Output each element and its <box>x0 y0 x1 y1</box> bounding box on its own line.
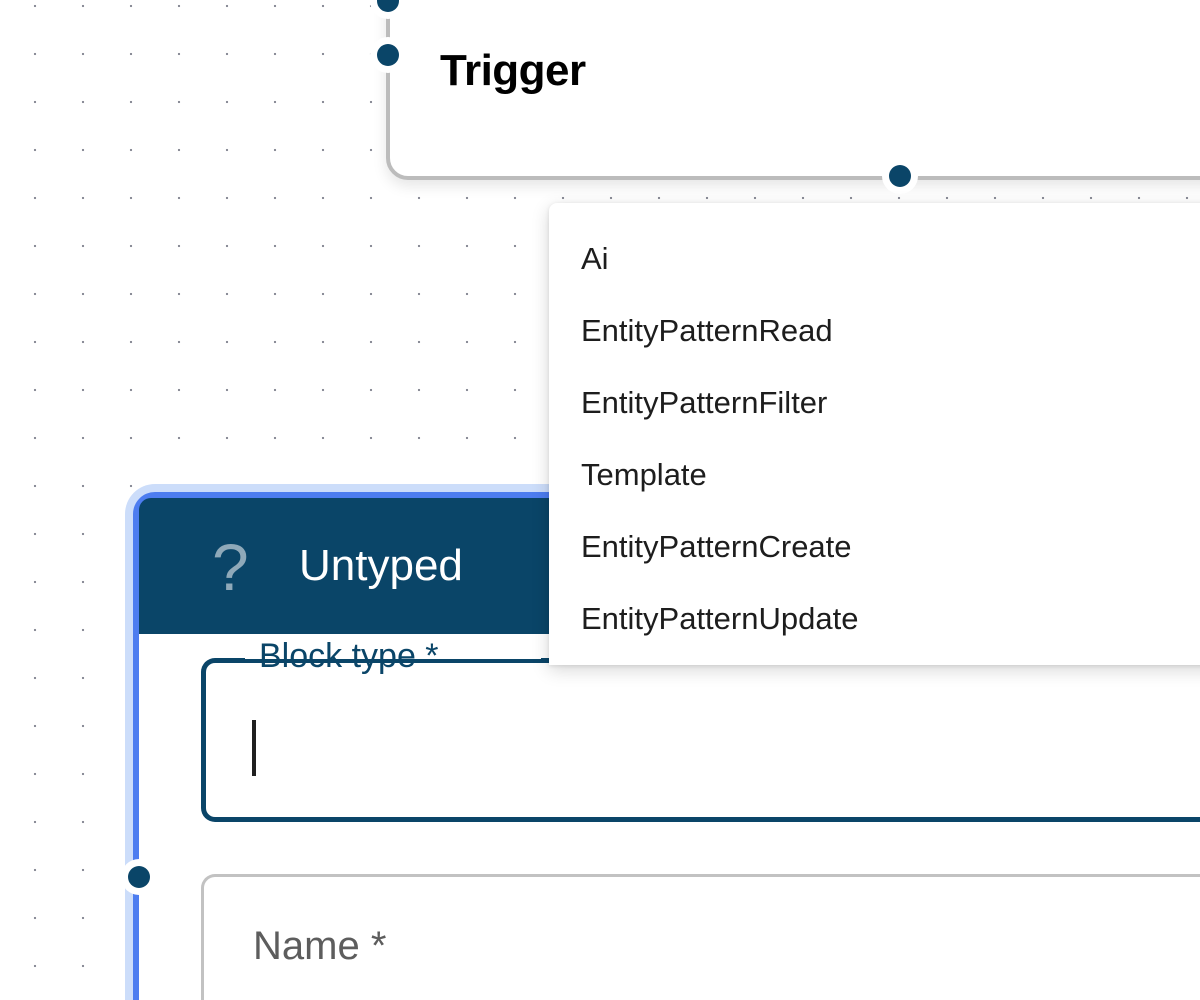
block-type-input[interactable] <box>251 718 1151 770</box>
dropdown-option-template[interactable]: Template <box>581 457 707 492</box>
trigger-port-top-b[interactable] <box>377 44 399 66</box>
name-field[interactable]: Name * <box>201 874 1200 1000</box>
untyped-node-title: Untyped <box>299 541 463 590</box>
trigger-port-top-a[interactable] <box>377 0 399 12</box>
untyped-node-body: Block type * Name * <box>139 634 1200 1000</box>
question-mark-icon: ? <box>212 530 249 604</box>
trigger-port-right[interactable] <box>889 165 911 187</box>
dropdown-option-entitypatterncreate[interactable]: EntityPatternCreate <box>581 529 852 564</box>
trigger-node[interactable]: Trigger <box>386 0 1200 180</box>
block-type-field[interactable]: Block type * <box>201 637 1200 822</box>
name-label: Name * <box>253 924 387 968</box>
block-type-label: Block type * <box>259 637 439 675</box>
dropdown-option-entitypatternread[interactable]: EntityPatternRead <box>581 313 833 348</box>
dropdown-option-entitypatternupdate[interactable]: EntityPatternUpdate <box>581 601 859 636</box>
text-cursor <box>252 720 256 776</box>
untyped-node[interactable]: ? Untyped Block type * Name * <box>128 498 1200 1000</box>
dropdown-option-entitypatternfilter[interactable]: EntityPatternFilter <box>581 385 828 420</box>
name-outline <box>201 874 1200 1000</box>
block-type-outline-notch <box>245 653 541 659</box>
trigger-node-title: Trigger <box>440 46 586 95</box>
dropdown-option-ai[interactable]: Ai <box>581 241 609 276</box>
block-type-dropdown[interactable]: Ai EntityPatternRead EntityPatternFilter… <box>549 203 1200 665</box>
untyped-port-left[interactable] <box>128 866 150 888</box>
